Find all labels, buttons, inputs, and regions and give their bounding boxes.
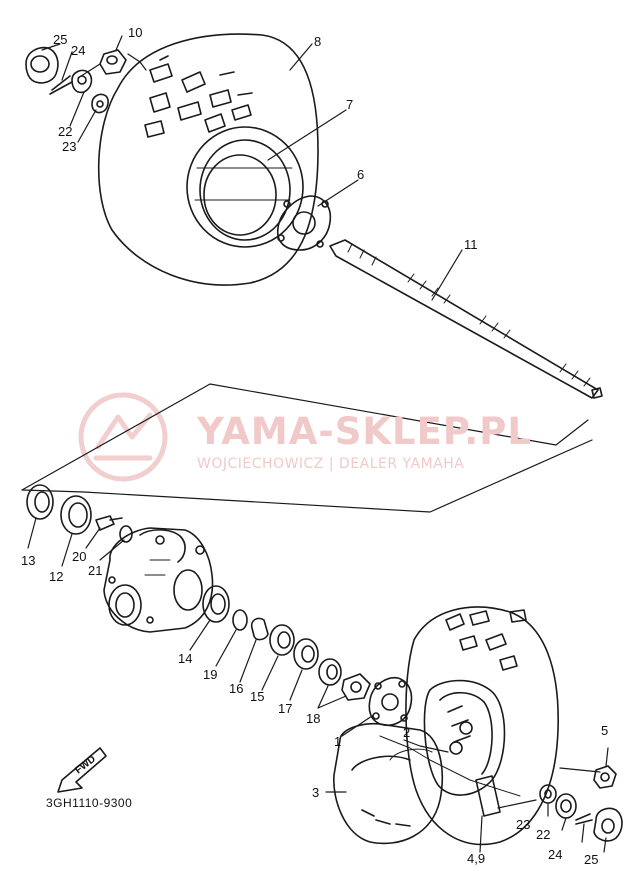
upper-hub bbox=[276, 195, 332, 251]
middle-bearing-set bbox=[202, 585, 371, 701]
watermark-title: YAMA-SKLEP.PL bbox=[197, 410, 532, 453]
rear-axle bbox=[329, 239, 603, 399]
part-label-23-bottom: 23 bbox=[516, 817, 531, 832]
part-label-23-top: 23 bbox=[62, 139, 77, 154]
part-label-1: 1 bbox=[334, 734, 342, 749]
final-gear-case bbox=[103, 527, 214, 633]
part-label-25-top: 25 bbox=[53, 32, 68, 47]
part-label-2: 2 bbox=[403, 725, 411, 740]
part-label-22-top: 22 bbox=[58, 124, 73, 139]
part-label-24-bottom: 24 bbox=[548, 847, 563, 862]
fwd-arrow-icon: FWD bbox=[57, 747, 107, 793]
part-label-25-bottom: 25 bbox=[584, 852, 599, 867]
watermark-subtitle: WOJCIECHOWICZ | DEALER YAMAHA bbox=[197, 456, 465, 472]
upper-leader-lines bbox=[41, 35, 463, 301]
diagram-code: 3GH1110-9300 bbox=[46, 796, 133, 810]
part-label-10: 10 bbox=[128, 25, 143, 40]
part-label-4-9: 4,9 bbox=[467, 851, 486, 866]
part-label-17: 17 bbox=[278, 701, 293, 716]
part-label-16: 16 bbox=[229, 681, 244, 696]
part-label-13: 13 bbox=[21, 553, 36, 568]
part-label-20: 20 bbox=[72, 549, 87, 564]
part-label-18: 18 bbox=[306, 711, 321, 726]
part-label-3: 3 bbox=[312, 785, 320, 800]
part-label-5: 5 bbox=[601, 723, 609, 738]
part-label-14: 14 bbox=[178, 651, 193, 666]
part-label-11: 11 bbox=[464, 237, 478, 252]
left-seal-bearing bbox=[26, 484, 133, 543]
part-label-19: 19 bbox=[203, 667, 218, 682]
part-label-7: 7 bbox=[346, 97, 354, 112]
part-label-21: 21 bbox=[88, 563, 103, 578]
lower-tire bbox=[333, 606, 559, 846]
upper-tire bbox=[97, 33, 319, 286]
part-label-6: 6 bbox=[357, 167, 365, 182]
part-label-12: 12 bbox=[49, 569, 64, 584]
part-label-24-top: 24 bbox=[71, 43, 86, 58]
lower-hub bbox=[368, 676, 413, 726]
lower-leader-lines bbox=[27, 517, 609, 853]
assembly-outline bbox=[21, 383, 593, 513]
part-label-22-bottom: 22 bbox=[536, 827, 551, 842]
part-label-15: 15 bbox=[250, 689, 265, 704]
watermark-logo bbox=[78, 392, 168, 482]
part-label-8: 8 bbox=[314, 34, 322, 49]
